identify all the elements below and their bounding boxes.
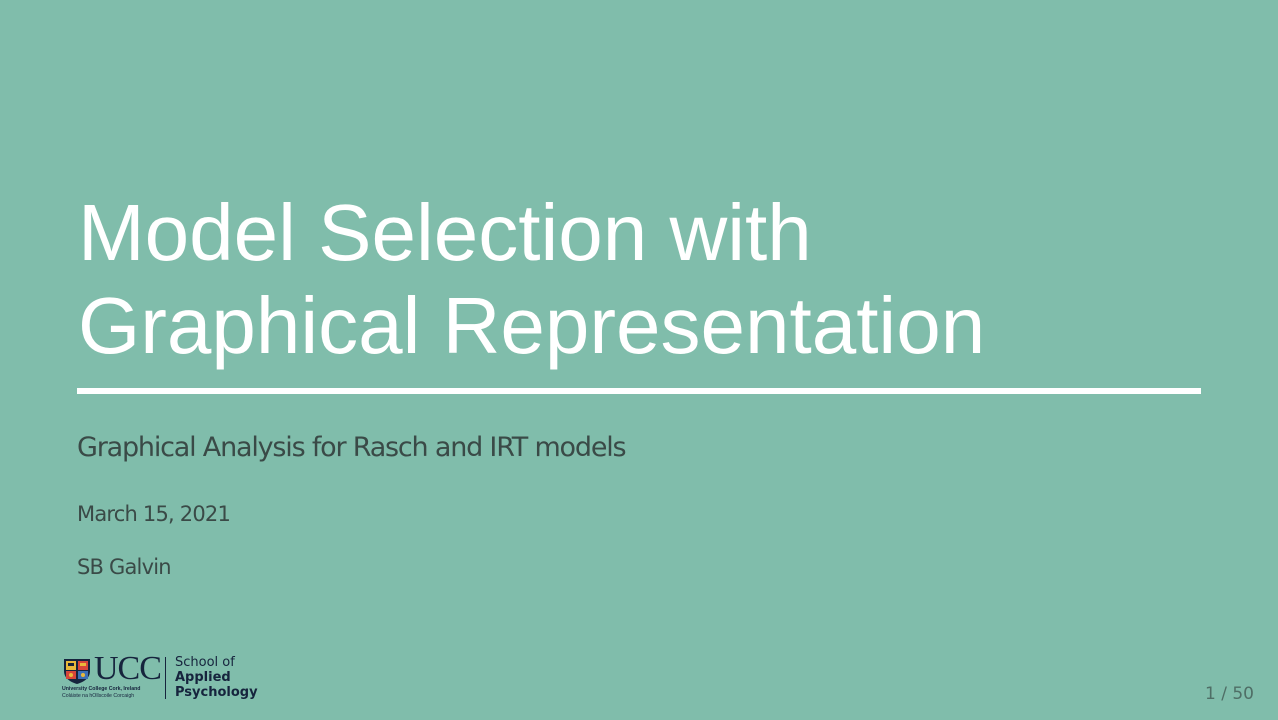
school-name-line2: Applied — [175, 670, 231, 685]
ucc-logo: UCC University College Cork, Ireland Col… — [62, 651, 262, 703]
slide-date: March 15, 2021 — [77, 502, 231, 526]
school-name-line1: School of — [175, 655, 235, 670]
ucc-name-english: University College Cork, Ireland — [62, 686, 141, 692]
page-number: 1 / 50 — [1205, 684, 1254, 704]
school-name-line3: Psychology — [175, 685, 258, 700]
slide-subtitle: Graphical Analysis for Rasch and IRT mod… — [77, 432, 627, 463]
school-name: School of Applied Psychology — [175, 655, 258, 700]
ucc-wordmark: UCC — [94, 650, 162, 687]
slide-title-line2: Graphical Representation — [78, 281, 986, 370]
title-divider — [77, 388, 1201, 394]
ucc-crest-icon — [64, 659, 90, 684]
slide-title-line1: Model Selection with — [78, 188, 812, 277]
slide-author: SB Galvin — [77, 555, 172, 579]
ucc-name-irish: Coláiste na hOllscoile Corcaigh — [62, 693, 135, 699]
slide-title: Model Selection with Graphical Represent… — [78, 186, 1198, 372]
logo-divider — [165, 657, 166, 699]
